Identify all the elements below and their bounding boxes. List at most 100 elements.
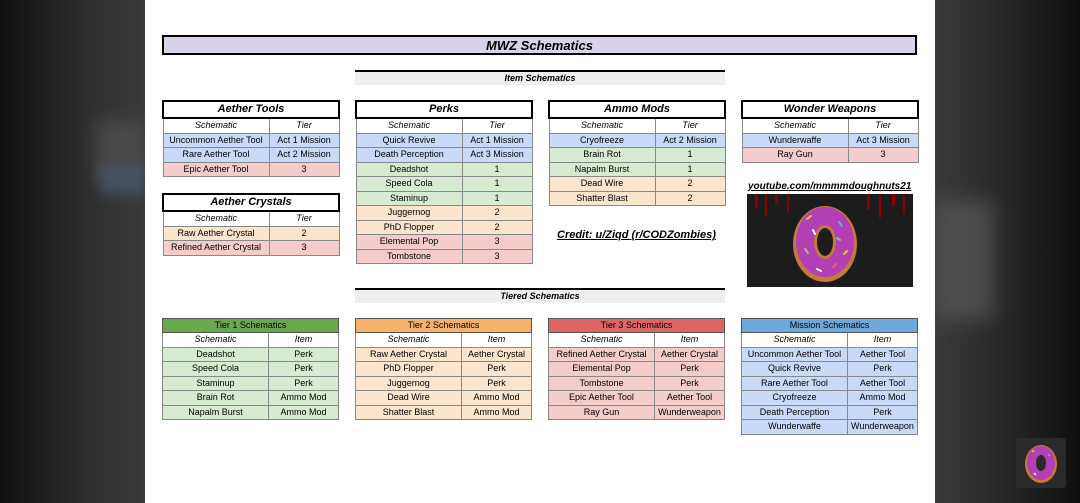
table-title: Tier 1 Schematics <box>161 318 340 333</box>
item-cell: Ammo Mod <box>267 390 340 406</box>
item-cell: Perk <box>653 375 726 391</box>
tier-cell: Act 1 Mission <box>461 132 533 148</box>
table-title: Tier 2 Schematics <box>354 318 533 333</box>
schematic-cell: Refined Aether Crystal <box>548 346 655 362</box>
schematic-cell: Deadshot <box>162 346 269 362</box>
blurred-background-badge <box>100 165 145 195</box>
tier-cell: 2 <box>461 205 533 221</box>
donut-logo-icon <box>747 194 913 287</box>
item-cell: Aether Tool <box>847 375 918 391</box>
item-cell: Aether Crystal <box>653 346 726 362</box>
item-cell: Ammo Mod <box>460 390 533 406</box>
item-cell: Aether Tool <box>847 346 918 362</box>
item-cell: Ammo Mod <box>847 390 918 406</box>
column-header: Schematic <box>162 332 269 348</box>
section-header-item-schematics: Item Schematics <box>355 70 725 85</box>
schematic-cell: Brain Rot <box>162 390 269 406</box>
item-cell: Perk <box>267 361 340 377</box>
column-header: Schematic <box>741 117 849 134</box>
item-cell: Wunderweapon <box>847 419 918 435</box>
schematic-cell: Elemental Pop <box>548 361 655 377</box>
tier-cell: 2 <box>268 225 340 241</box>
schematic-cell: Napalm Burst <box>548 161 656 177</box>
column-header: Schematic <box>355 117 463 134</box>
tier-cell: 2 <box>461 219 533 235</box>
schematic-cell: Cryofreeze <box>548 132 656 148</box>
item-cell: Perk <box>847 404 918 420</box>
table-title: Aether Crystals <box>161 193 341 212</box>
tier-cell: 3 <box>268 161 340 177</box>
tier-cell: Act 1 Mission <box>268 132 340 148</box>
youtube-link[interactable]: youtube.com/mmmmdoughnuts21 <box>748 181 912 192</box>
tier-cell: Act 2 Mission <box>268 147 340 163</box>
column-header: Tier <box>268 210 340 227</box>
schematic-cell: Rare Aether Tool <box>741 375 848 391</box>
item-cell: Perk <box>460 361 533 377</box>
tier-cell: 2 <box>654 190 726 206</box>
column-header: Tier <box>268 117 340 134</box>
schematic-cell: Uncommon Aether Tool <box>741 346 848 362</box>
table-title: Mission Schematics <box>741 318 918 333</box>
schematic-cell: Speed Cola <box>162 361 269 377</box>
schematic-cell: PhD Flopper <box>355 219 463 235</box>
schematic-cell: Raw Aether Crystal <box>162 225 270 241</box>
schematic-cell: Refined Aether Crystal <box>162 240 270 256</box>
schematic-cell: PhD Flopper <box>355 361 462 377</box>
schematic-cell: Cryofreeze <box>741 390 848 406</box>
column-header: Schematic <box>741 332 848 348</box>
column-header: Schematic <box>162 210 270 227</box>
tier-cell: Act 3 Mission <box>461 147 533 163</box>
schematic-cell: Quick Revive <box>355 132 463 148</box>
schematic-cell: Uncommon Aether Tool <box>162 132 270 148</box>
item-cell: Perk <box>653 361 726 377</box>
schematic-cell: Staminup <box>162 375 269 391</box>
schematic-cell: Shatter Blast <box>548 190 656 206</box>
item-cell: Perk <box>460 375 533 391</box>
schematic-cell: Epic Aether Tool <box>548 390 655 406</box>
schematic-cell: Staminup <box>355 190 463 206</box>
tier-cell: 1 <box>654 147 726 163</box>
schematic-cell: Dead Wire <box>548 176 656 192</box>
channel-avatar[interactable] <box>1016 438 1066 488</box>
schematic-cell: Deadshot <box>355 161 463 177</box>
schematic-cell: Brain Rot <box>548 147 656 163</box>
schematic-cell: Tombstone <box>355 248 463 264</box>
credit-text[interactable]: Credit: u/Ziqd (r/CODZombies) <box>557 229 716 241</box>
column-header: Tier <box>847 117 919 134</box>
left-video-backdrop <box>0 0 145 503</box>
item-cell: Wunderweapon <box>653 404 726 420</box>
schematic-cell: Wunderwaffe <box>741 132 849 148</box>
schematic-cell: Elemental Pop <box>355 234 463 250</box>
